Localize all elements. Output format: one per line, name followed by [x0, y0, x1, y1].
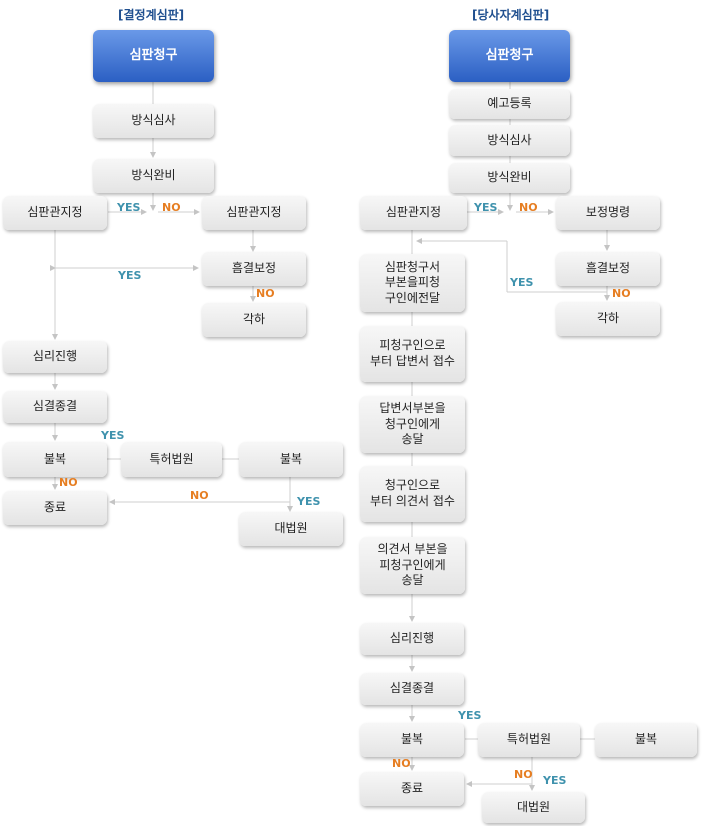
- right-yes-label-defect: YES: [510, 276, 534, 289]
- left-start-node: 심판청구: [93, 30, 214, 82]
- right-pre-register-node: 예고등록: [449, 89, 570, 119]
- left-end-node: 종료: [3, 491, 107, 525]
- right-no-label-court: NO: [514, 768, 533, 781]
- right-diagram-title: [당사자계심판]: [472, 8, 550, 22]
- right-step2-node: 피청구인으로 부터 답변서 접수: [360, 326, 465, 382]
- right-step3-node: 답변서부본을 청구인에게 송달: [360, 396, 465, 453]
- right-no-label-assign: NO: [519, 201, 538, 214]
- right-supreme-court-node: 대법원: [482, 792, 585, 823]
- left-yes-label-assign: YES: [117, 201, 141, 214]
- left-no-label-appeal: NO: [59, 476, 78, 489]
- right-step4-node: 청구인으로 부터 의견서 접수: [360, 466, 465, 522]
- right-defect-review-node: 흠결보정: [556, 252, 660, 286]
- left-appeal2-node: 불복: [239, 442, 343, 477]
- right-judge-assign-node: 심판관지정: [360, 196, 467, 230]
- left-supreme-court-node: 대법원: [239, 512, 343, 546]
- left-no-label-defect: NO: [256, 287, 275, 300]
- right-yes-label-court: YES: [543, 774, 567, 787]
- right-step1-node: 심판청구서 부본을피청 구인에전달: [360, 254, 465, 312]
- left-proceed-node: 심리진행: [3, 341, 107, 373]
- right-format-complete-node: 방식완비: [449, 163, 570, 193]
- right-step5-node: 의견서 부본을 피청구인에게 송달: [360, 537, 465, 594]
- left-defect-review-node: 흠결보정: [202, 252, 306, 286]
- right-appeal-node: 불복: [360, 723, 464, 757]
- left-yes-label-court: YES: [297, 495, 321, 508]
- right-appeal2-node: 불복: [595, 723, 697, 757]
- left-format-complete-node: 방식완비: [93, 159, 214, 193]
- left-no-label-court: NO: [190, 489, 209, 502]
- right-yes-label-appeal: YES: [458, 709, 482, 722]
- right-dismiss-node: 각하: [556, 302, 660, 336]
- left-no-label-assign: NO: [162, 201, 181, 214]
- right-proceed-node: 심리진행: [360, 623, 464, 655]
- left-diagram-title: [결정계심판]: [118, 8, 185, 22]
- right-no-label-defect: NO: [612, 287, 631, 300]
- left-format-check-node: 방식심사: [93, 104, 214, 138]
- right-correction-order-node: 보정명령: [556, 196, 660, 230]
- right-no-label-appeal: NO: [392, 757, 411, 770]
- left-patent-court-node: 특허법원: [121, 442, 222, 477]
- left-yes-label-appeal: YES: [101, 429, 125, 442]
- right-start-node: 심판청구: [449, 30, 570, 82]
- right-yes-label-assign: YES: [474, 201, 498, 214]
- left-yes-label-defect: YES: [118, 269, 142, 282]
- right-conclude-node: 심결종결: [360, 673, 464, 705]
- left-judge-assign-node: 심판관지정: [3, 196, 107, 230]
- left-appeal-node: 불복: [3, 442, 107, 477]
- right-end-node: 종료: [360, 772, 464, 806]
- left-conclude-node: 심결종결: [3, 391, 107, 423]
- right-format-check-node: 방식심사: [449, 125, 570, 156]
- right-patent-court-node: 특허법원: [478, 723, 580, 757]
- left-dismiss-node: 각하: [202, 303, 306, 337]
- left-judge-assign-right-node: 심판관지정: [202, 196, 306, 230]
